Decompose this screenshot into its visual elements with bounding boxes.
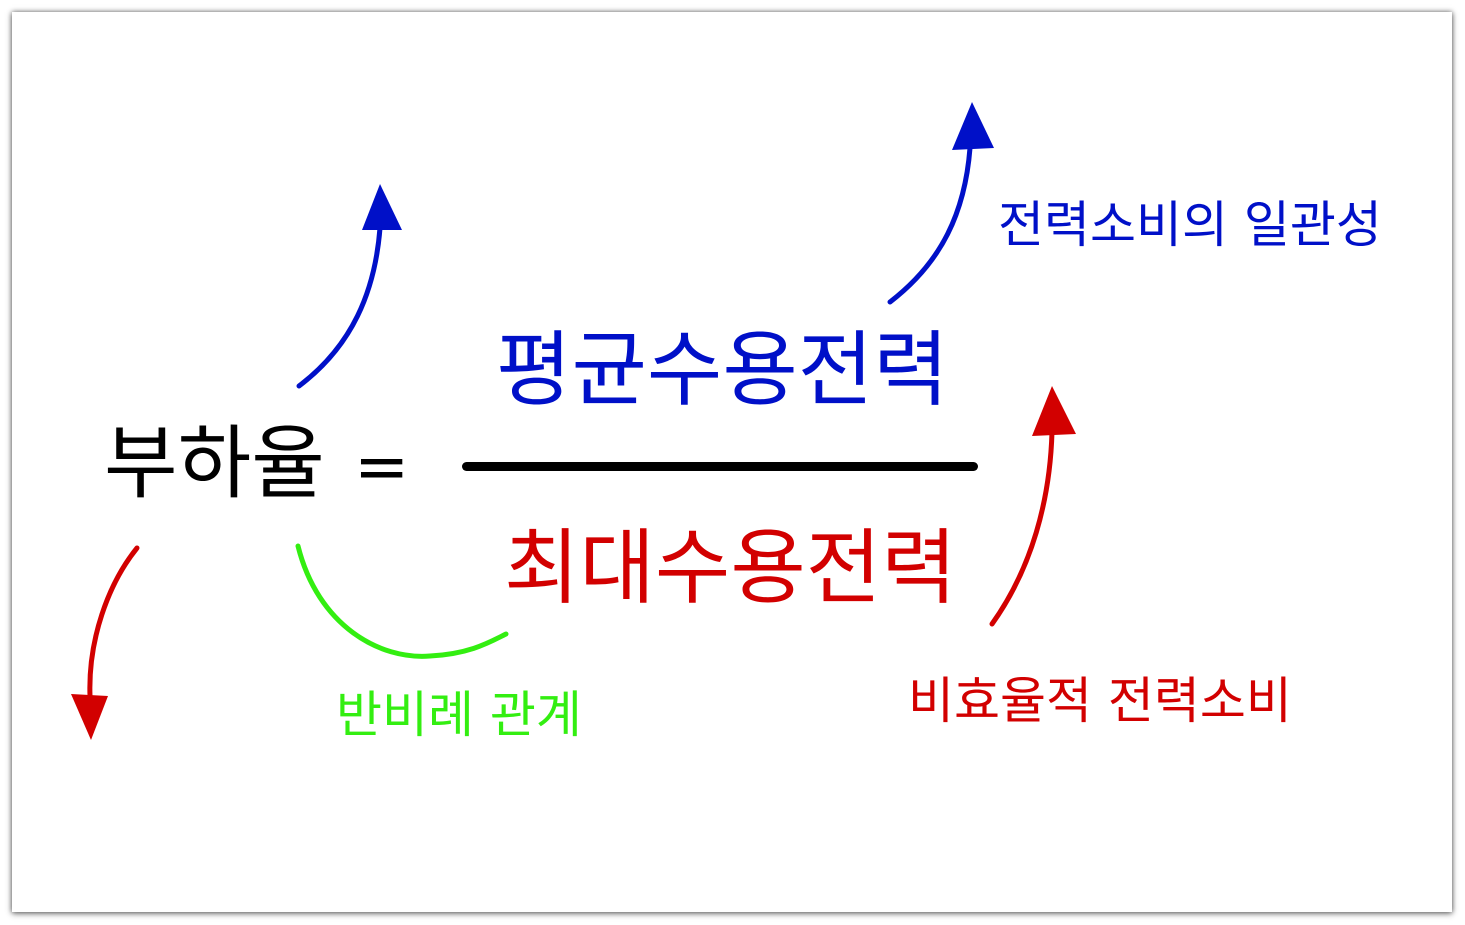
consistency-note: 전력소비의 일관성	[998, 196, 1382, 254]
blue-arrow-average-power	[887, 145, 973, 305]
red-arrowhead-peak-power	[1032, 386, 1076, 436]
green-inverse-relation-curve	[295, 543, 509, 659]
load-factor-label: 부하율	[104, 417, 325, 510]
inverse-relation-note: 반비례 관계	[336, 686, 582, 744]
inefficient-consumption-note: 비효율적 전력소비	[908, 672, 1292, 730]
equals-sign: =	[354, 428, 410, 505]
blue-arrowhead-load-factor	[362, 184, 402, 230]
red-arrowhead-load-factor	[71, 694, 108, 740]
denominator-label: 최대수용전력	[504, 521, 957, 616]
blue-arrowhead-average-power	[952, 102, 994, 150]
blue-arrow-load-factor	[296, 225, 383, 389]
red-arrow-peak-power	[989, 429, 1055, 627]
red-arrow-load-factor	[87, 545, 140, 699]
fraction-bar	[462, 462, 978, 471]
numerator-label: 평균수용전력	[496, 323, 949, 418]
